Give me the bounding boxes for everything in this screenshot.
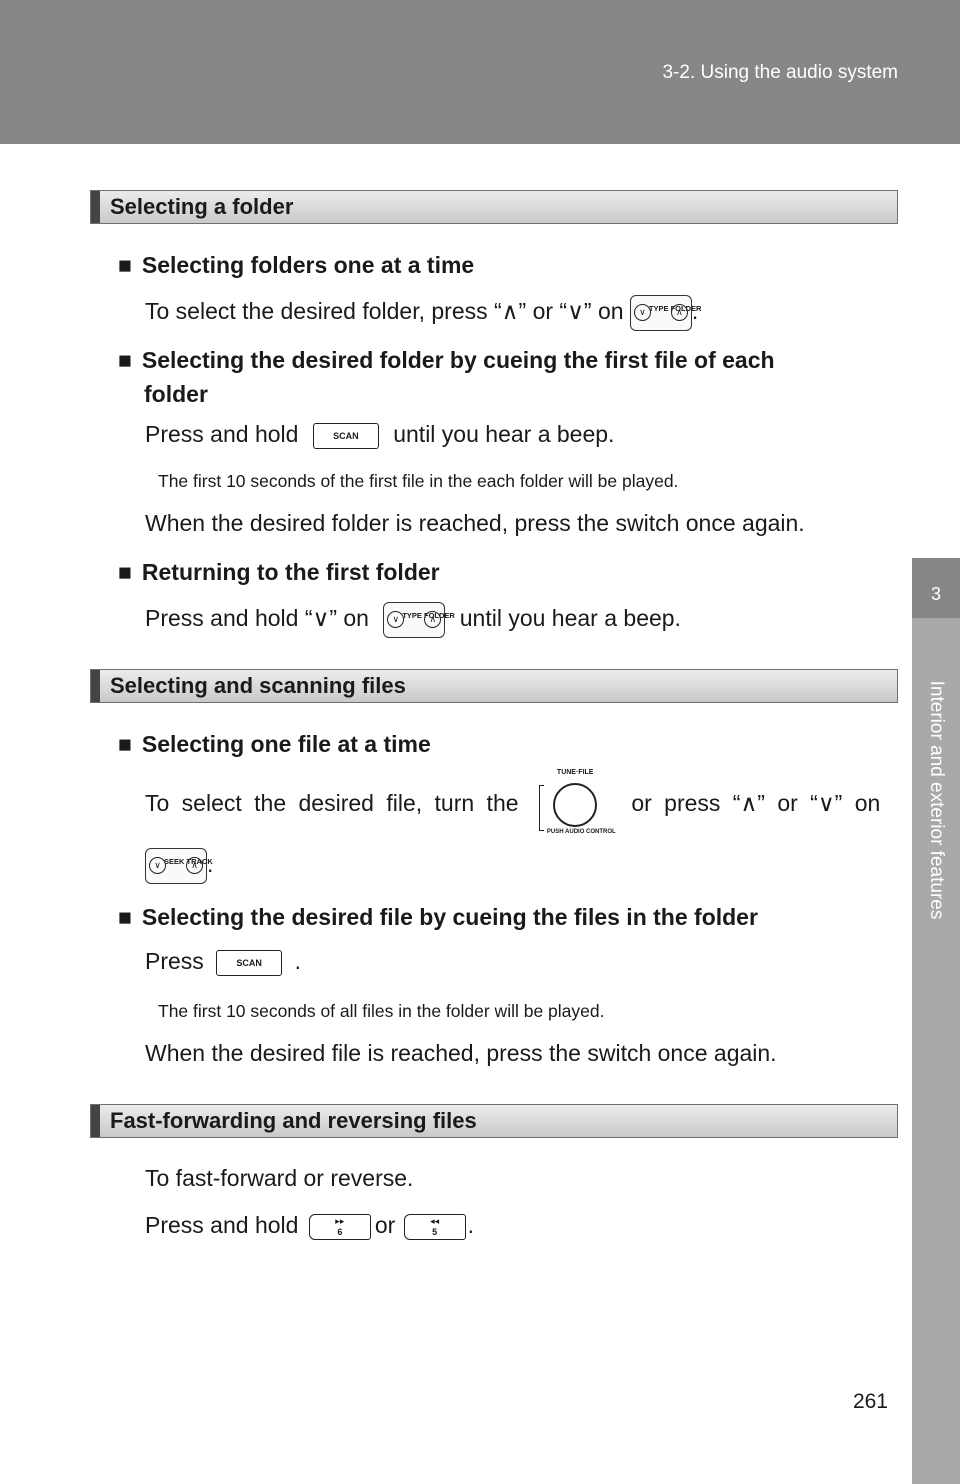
subheading-cueing-folder: ■Selecting the desired folder by cueing …: [118, 347, 775, 407]
section-heading-ff-rev: Fast-forwarding and reversing files: [90, 1104, 898, 1138]
paragraph-seek-track: ∨ SEEK TRACK ∧ .: [145, 848, 213, 884]
paragraph-ff-intro: To fast-forward or reverse.: [145, 1165, 414, 1191]
side-tab: 3: [912, 558, 960, 618]
top-banner: 3-2. Using the audio system: [0, 0, 960, 144]
seek-track-button-icon: ∨ SEEK TRACK ∧: [145, 848, 213, 884]
type-folder-button-icon: ∨ TYPE FOLDER ∧: [629, 295, 701, 331]
section-heading-scanning: Selecting and scanning files: [90, 669, 898, 703]
type-folder-button-icon: ∨ TYPE FOLDER ∧: [383, 602, 455, 638]
scan-button-icon: SCAN: [312, 422, 379, 449]
paragraph-folder-reached: When the desired folder is reached, pres…: [145, 510, 805, 536]
note-first-file: The first 10 seconds of the first file i…: [158, 471, 679, 491]
paragraph-press-hold-scan: Press and hold SCAN until you hear a bee…: [145, 421, 615, 449]
page-number: 261: [852, 1390, 888, 1413]
heading-text: Selecting a folder: [110, 194, 294, 219]
paragraph-press-scan: Press SCAN .: [145, 948, 301, 976]
square-bullet-icon: ■: [118, 252, 132, 278]
heading-text: Fast-forwarding and reversing files: [110, 1108, 477, 1133]
square-bullet-icon: ■: [118, 559, 132, 585]
subheading-cueing-files: ■Selecting the desired file by cueing th…: [118, 904, 758, 930]
rewind-button-icon: ◂◂5: [403, 1213, 466, 1240]
square-bullet-icon: ■: [118, 731, 132, 757]
square-bullet-icon: ■: [118, 347, 132, 373]
paragraph-select-folder: To select the desired folder, press “∧” …: [145, 295, 701, 331]
subheading-return-first-folder: ■Returning to the first folder: [118, 559, 440, 585]
section-heading-folder: Selecting a folder: [90, 190, 898, 224]
paragraph-press-hold-down: Press and hold “∨” on ∨ TYPE FOLDER ∧ un…: [145, 602, 681, 638]
running-head: 3-2. Using the audio system: [662, 62, 898, 83]
subheading-one-file: ■Selecting one file at a time: [118, 731, 431, 757]
chapter-label: Interior and exterior features: [926, 680, 947, 920]
paragraph-press-hold-ff: Press and hold ▸▸6 or ◂◂5 .: [145, 1212, 475, 1240]
paragraph-file-reached: When the desired file is reached, press …: [145, 1040, 777, 1066]
paragraph-select-file: To select the desired file, turn the TUN…: [145, 769, 893, 839]
square-bullet-icon: ■: [118, 904, 132, 930]
scan-button-icon: SCAN: [216, 949, 283, 976]
heading-text: Selecting and scanning files: [110, 673, 406, 698]
fast-forward-button-icon: ▸▸6: [308, 1213, 371, 1240]
subheading-folders-one-at-a-time: ■Selecting folders one at a time: [118, 252, 475, 278]
side-strip: [912, 618, 960, 1484]
chapter-number: 3: [930, 584, 941, 604]
tune-file-knob-icon: TUNE·FILE PUSH AUDIO CONTROL: [535, 769, 616, 839]
note-all-files: The first 10 seconds of all files in the…: [158, 1001, 605, 1021]
